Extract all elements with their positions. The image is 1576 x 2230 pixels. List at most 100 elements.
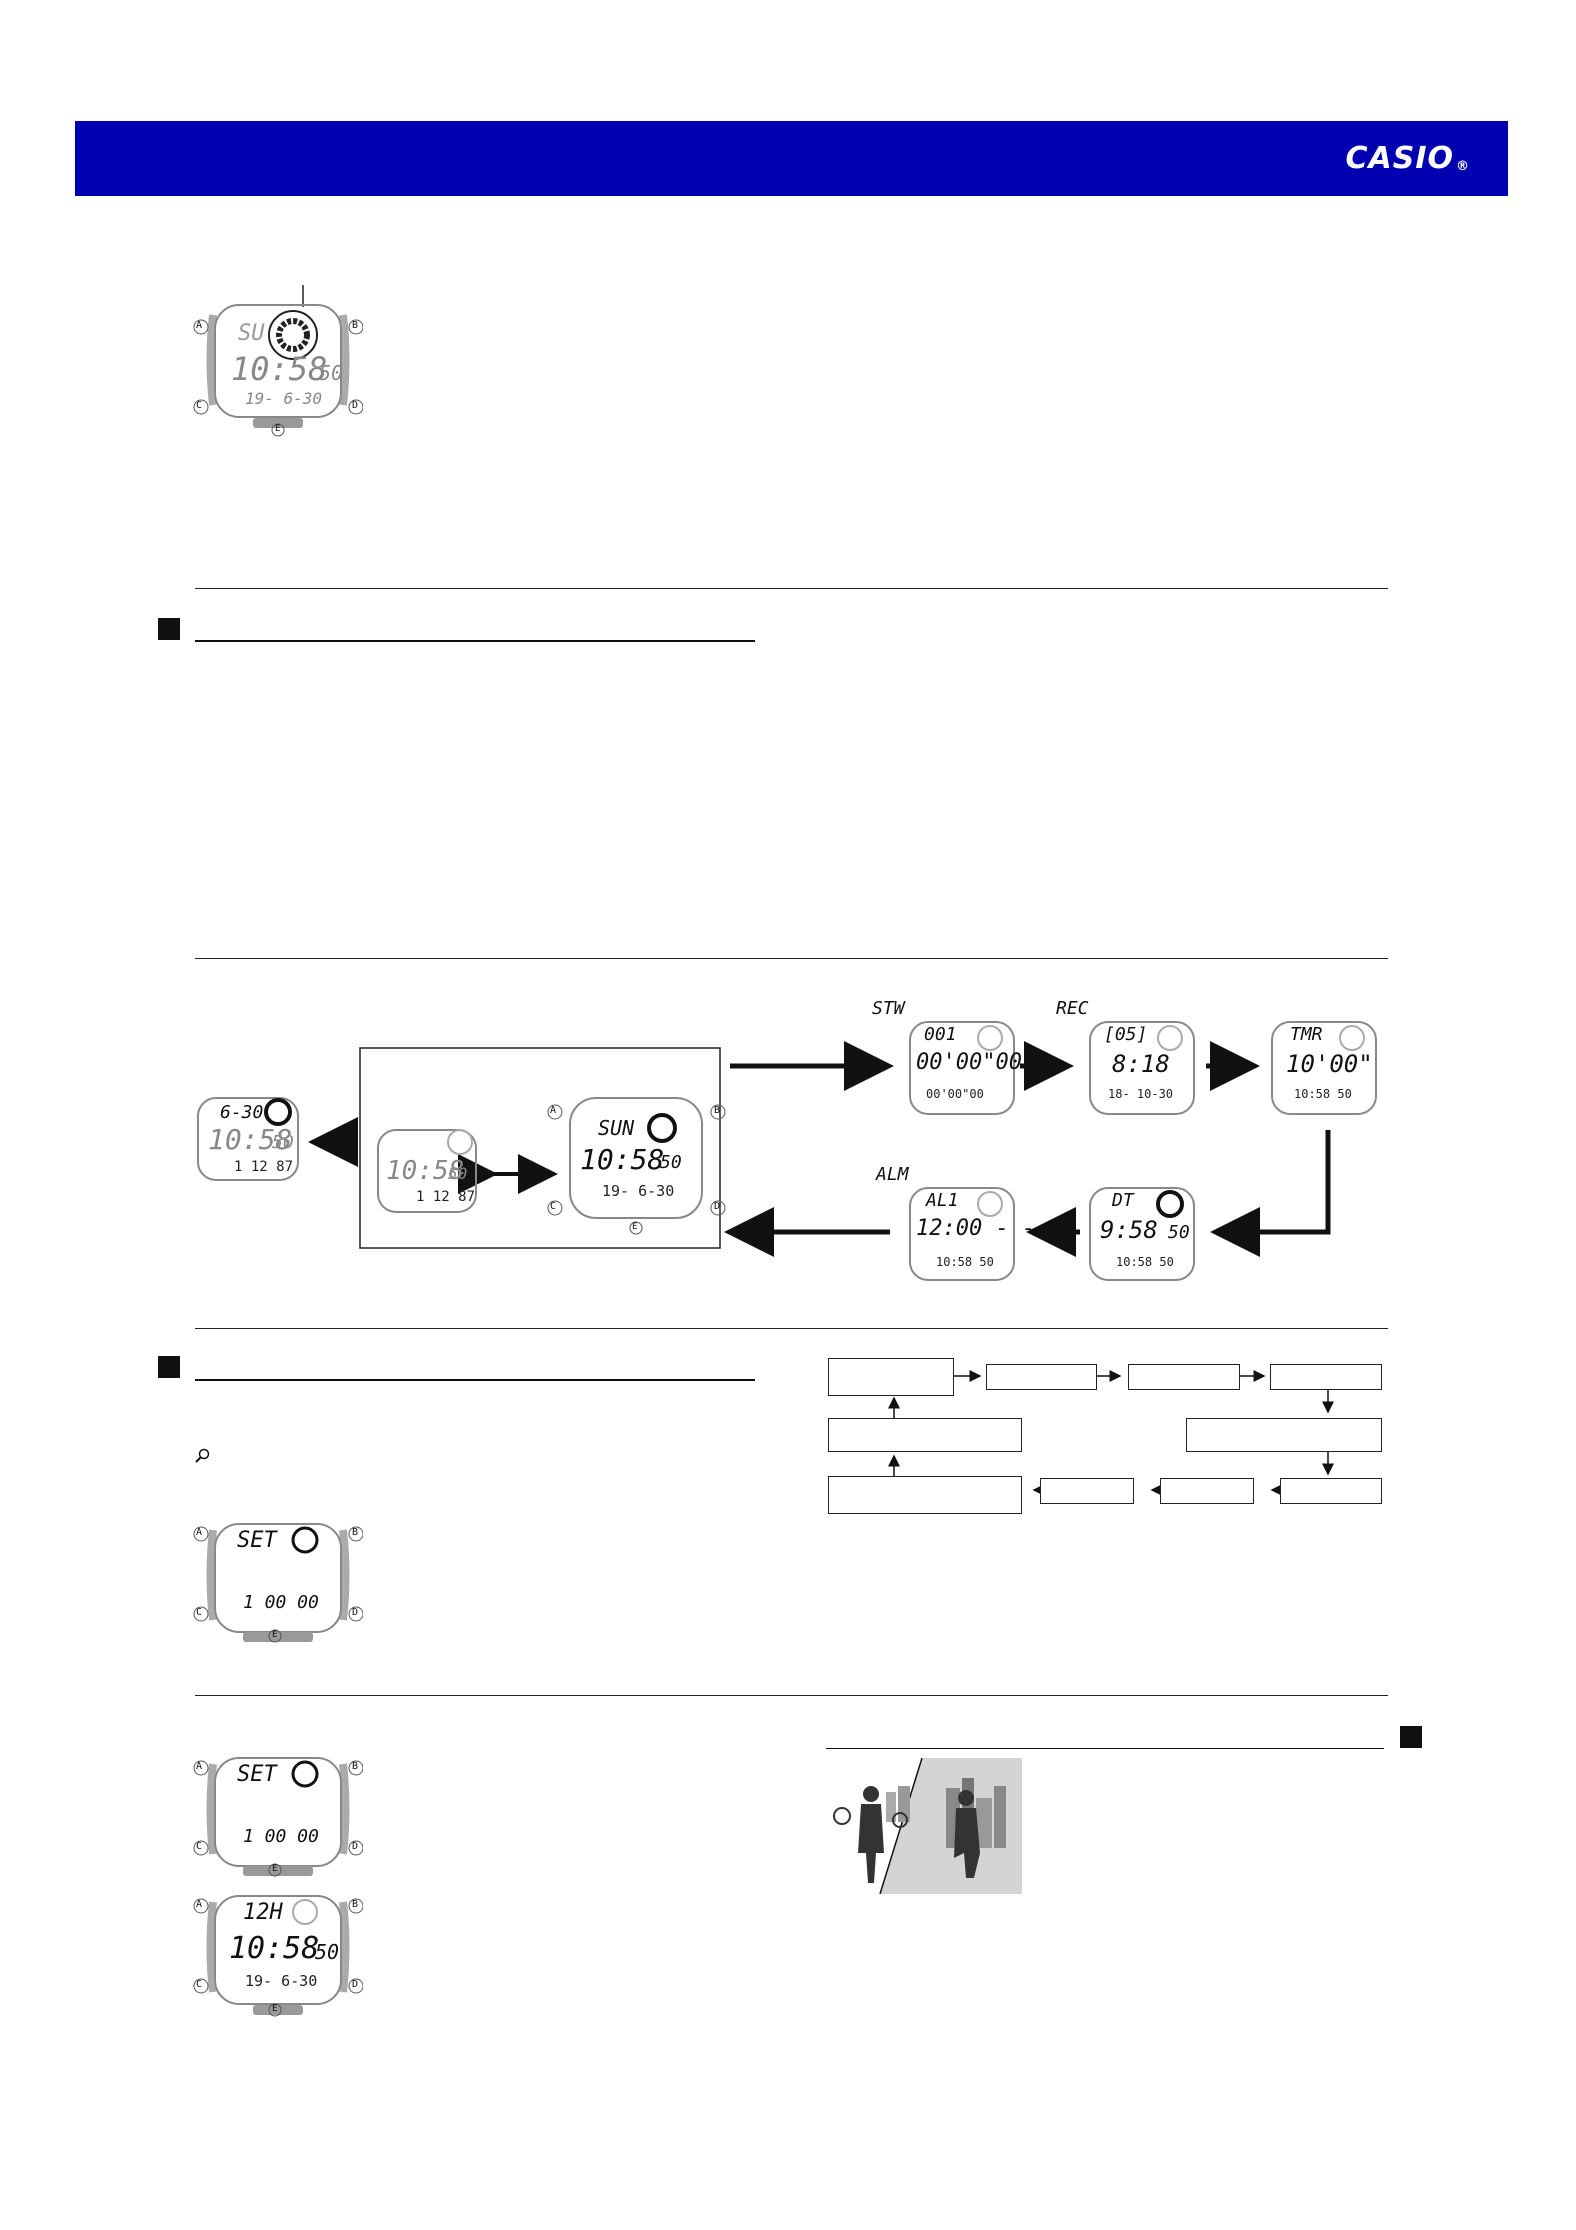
dt-main: 9:58 (1100, 1216, 1158, 1244)
alm-code: AL1 (926, 1190, 959, 1211)
button-e-label: E (275, 424, 281, 434)
date-display: 19- 6-30 (245, 389, 323, 408)
set-code: SET (237, 1762, 277, 1787)
button-b-label: B (714, 1105, 721, 1116)
watch-12h: A B C D E 12H 10:58 50 19- 6-30 (193, 1892, 363, 2022)
flow-box (1280, 1478, 1382, 1504)
button-d-label: D (714, 1201, 721, 1212)
hour-mode-code: 12H (243, 1900, 283, 1925)
day-indicator: SU (238, 321, 265, 346)
set-code: SET (237, 1528, 277, 1553)
box-right-date: 19- 6-30 (602, 1182, 675, 1200)
button-b-label: B (352, 1527, 359, 1538)
flow-box (1186, 1418, 1382, 1452)
button-b-label: B (352, 320, 359, 331)
time-display: 10:58 (231, 350, 328, 388)
flow-box (828, 1418, 1022, 1452)
section-marker (1400, 1726, 1422, 1748)
header-bar: CASIO® (75, 121, 1508, 196)
flow-box (1128, 1364, 1240, 1390)
flow-box (1040, 1478, 1134, 1504)
box-left-bottom: 1 12 87 (416, 1189, 476, 1205)
magnifier-icon (194, 1448, 210, 1464)
date-display: 19- 6-30 (245, 1972, 318, 1990)
button-c-label: C (196, 1841, 203, 1852)
button-e-label: E (272, 1630, 278, 1640)
button-e-label: E (632, 1222, 638, 1232)
tmr-sub: 10:58 50 (1294, 1087, 1352, 1101)
button-b-label: B (352, 1761, 359, 1772)
section-marker (158, 618, 180, 640)
set-value: 1 00 00 (243, 1592, 319, 1613)
watch-set-2: A B C D E SET 1 00 00 (193, 1754, 363, 1882)
stw-label: STW (872, 998, 905, 1019)
button-a-label: A (550, 1105, 557, 1116)
divider (195, 1695, 1388, 1696)
registered-mark: ® (1456, 159, 1470, 174)
button-c-label: C (196, 1607, 203, 1618)
alm-main: 12:00 - - (916, 1216, 1036, 1241)
button-a-label: A (196, 320, 203, 331)
stw-code: 001 (924, 1024, 957, 1045)
divider (195, 958, 1388, 959)
stw-sub: 00'00"00 (926, 1087, 984, 1101)
stw-main: 00'00"00 (916, 1050, 1022, 1075)
button-a-label: A (196, 1761, 203, 1772)
box-right-day: SUN (598, 1116, 635, 1140)
alm-label: ALM (876, 1164, 909, 1185)
rec-label: REC (1056, 998, 1089, 1019)
left-time: 10:58 (208, 1123, 293, 1156)
watch-set-1: A B C D E SET 1 00 00 (193, 1520, 363, 1648)
button-b-label: B (352, 1899, 359, 1910)
button-c-label: C (196, 1979, 203, 1990)
left-date: 6-30 (220, 1102, 264, 1123)
button-d-label: D (352, 400, 359, 411)
divider (195, 588, 1388, 589)
left-bottom: 1 12 87 (234, 1159, 294, 1175)
button-d-label: D (352, 1607, 359, 1618)
left-seconds: 50 (272, 1132, 294, 1153)
watch-illustration-top: A B C D E SU 10:58 50 19- 6-30 (193, 285, 363, 437)
flow-chart (820, 1358, 1390, 1518)
flow-box (828, 1358, 954, 1396)
box-left-time: 10:58 (386, 1156, 465, 1186)
button-a-label: A (196, 1527, 203, 1538)
button-e-label: E (272, 2004, 278, 2014)
seconds-display: 50 (315, 1940, 340, 1964)
button-c-label: C (550, 1201, 557, 1212)
city-travel-illustration (826, 1757, 1022, 1895)
rec-code: [05] (1104, 1024, 1148, 1045)
box-right-seconds: 50 (660, 1152, 682, 1173)
tmr-code: TMR (1290, 1024, 1323, 1045)
rec-sub: 18- 10-30 (1108, 1087, 1174, 1101)
mode-cycle-arrows (197, 1021, 1377, 1281)
divider (195, 1328, 1388, 1329)
section-title-underline (826, 1748, 1384, 1749)
dt-sub: 10:58 50 (1116, 1255, 1174, 1269)
button-c-label: C (196, 400, 203, 411)
button-d-label: D (352, 1841, 359, 1852)
tmr-main: 10'00" (1286, 1050, 1373, 1078)
mode-cycle-diagram: 6-30 10:58 50 1 12 87 10:58 50 1 12 87 A… (190, 1000, 1390, 1300)
button-a-label: A (196, 1899, 203, 1910)
flow-box (1160, 1478, 1254, 1504)
box-left-seconds: 50 (448, 1164, 468, 1183)
rec-main: 8:18 (1112, 1050, 1170, 1078)
set-value: 1 00 00 (243, 1826, 319, 1847)
button-e-label: E (272, 1864, 278, 1874)
dt-code: DT (1112, 1190, 1134, 1211)
flow-box (828, 1476, 1022, 1514)
time-display: 10:58 (229, 1931, 320, 1966)
flow-box (986, 1364, 1097, 1390)
flow-box (1270, 1364, 1382, 1390)
dt-seconds: 50 (1168, 1222, 1190, 1243)
alm-sub: 10:58 50 (936, 1255, 994, 1269)
box-right-time: 10:58 (580, 1143, 665, 1176)
seconds-display: 50 (319, 361, 344, 385)
section-title-underline (195, 1379, 755, 1381)
button-d-label: D (352, 1979, 359, 1990)
watch-outline (193, 285, 363, 437)
section-marker (158, 1356, 180, 1378)
brand-logo: CASIO® (1345, 141, 1470, 176)
section-title-underline (195, 640, 755, 642)
